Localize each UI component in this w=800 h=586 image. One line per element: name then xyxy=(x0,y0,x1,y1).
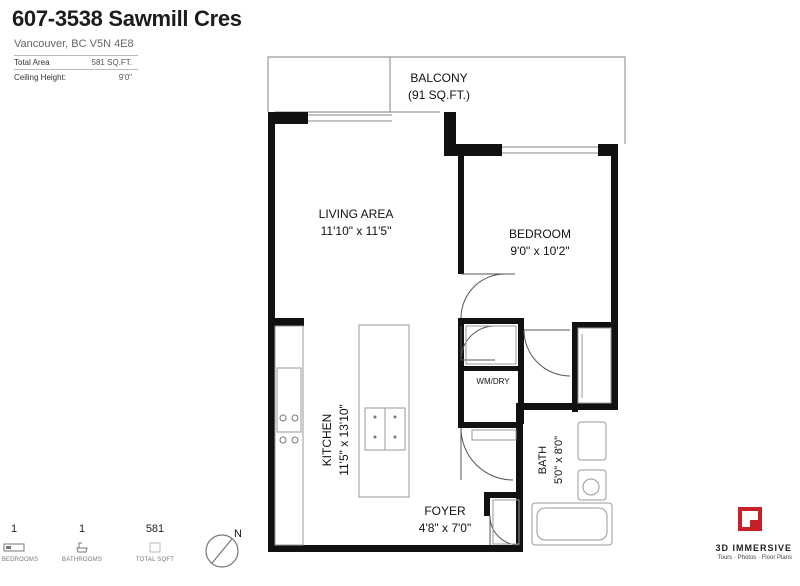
area-icon xyxy=(149,542,161,553)
room-label-foyer: FOYER 4'8" x 7'0" xyxy=(414,503,476,537)
kitchen-fixtures xyxy=(274,324,410,546)
stove-icon xyxy=(279,414,299,444)
room-label-kitchen: KITCHEN 11'5" x 13'10" xyxy=(320,404,351,476)
stat-value: 1 xyxy=(78,523,86,535)
room-label-balcony: BALCONY (91 SQ.FT.) xyxy=(404,70,474,104)
stat-caption: BEDROOMS xyxy=(1,557,39,563)
room-label-living-area: LIVING AREA 11'10" x 11'5" xyxy=(300,206,412,240)
room-label-laundry: WM/DRY xyxy=(470,377,516,387)
stat-value: 581 xyxy=(145,523,165,535)
sink-icon xyxy=(373,415,397,439)
spec-total-area: Total Area 581 SQ.FT. xyxy=(14,58,132,67)
divider xyxy=(14,69,138,70)
stat-total-sqft: 581 xyxy=(140,523,170,535)
stat-caption: BATHROOMS xyxy=(62,557,103,563)
spec-label: Total Area xyxy=(14,58,50,67)
listing-title: 607-3538 Sawmill Cres xyxy=(12,6,242,31)
spec-value: 9'0" xyxy=(118,73,132,82)
closet xyxy=(465,325,612,404)
compass-label: N xyxy=(234,528,242,540)
room-name: FOYER xyxy=(424,504,466,518)
stat-caption: TOTAL SQFT xyxy=(135,557,175,563)
exterior-walls xyxy=(268,112,618,552)
compass-icon: N xyxy=(205,528,242,568)
room-size: 5'0" x 8'0" xyxy=(553,436,565,484)
room-size: 11'5" x 13'10" xyxy=(337,404,351,476)
spec-ceiling-height: Ceiling Height: 9'0" xyxy=(14,73,132,82)
brand-logo-icon xyxy=(738,507,762,531)
doors xyxy=(460,273,571,546)
brand-name: 3D IMMERSIVE xyxy=(715,543,792,553)
stat-bathrooms: 1 xyxy=(72,523,92,535)
stat-value: 1 xyxy=(10,523,18,535)
windows xyxy=(308,114,598,154)
stat-bedrooms: 1 xyxy=(4,523,24,535)
room-size: 4'8" x 7'0" xyxy=(418,521,472,535)
room-size: 9'0" x 10'2" xyxy=(510,244,570,258)
room-name: BEDROOM xyxy=(508,227,571,241)
room-label-bath: BATH 5'0" x 8'0" xyxy=(537,436,565,484)
spec-label: Ceiling Height: xyxy=(14,73,67,82)
divider xyxy=(14,55,138,56)
room-size: 11'10" x 11'5" xyxy=(320,224,392,238)
spec-value: 581 SQ.FT. xyxy=(91,58,132,67)
room-label-bedroom: BEDROOM 9'0" x 10'2" xyxy=(492,226,588,260)
bath-fixtures xyxy=(471,421,613,546)
room-size: (91 SQ.FT.) xyxy=(407,88,470,102)
room-name: KITCHEN xyxy=(320,414,334,467)
stat-bathrooms-caption: BATHROOMS xyxy=(62,557,102,563)
stat-total-sqft-caption: TOTAL SQFT xyxy=(135,557,175,563)
room-name: BALCONY xyxy=(410,71,468,85)
bed-icon xyxy=(3,543,25,552)
interior-walls xyxy=(268,156,618,516)
listing-address: Vancouver, BC V5N 4E8 xyxy=(14,38,134,50)
room-name: LIVING AREA xyxy=(318,207,394,221)
room-name: BATH xyxy=(537,446,549,475)
stat-bedrooms-caption: BEDROOMS xyxy=(0,557,40,563)
room-name: WM/DRY xyxy=(476,377,510,386)
bath-icon xyxy=(76,542,88,553)
foyer-closet xyxy=(492,499,520,545)
brand-tagline: Tours · Photos · Floor Plans xyxy=(717,555,792,561)
